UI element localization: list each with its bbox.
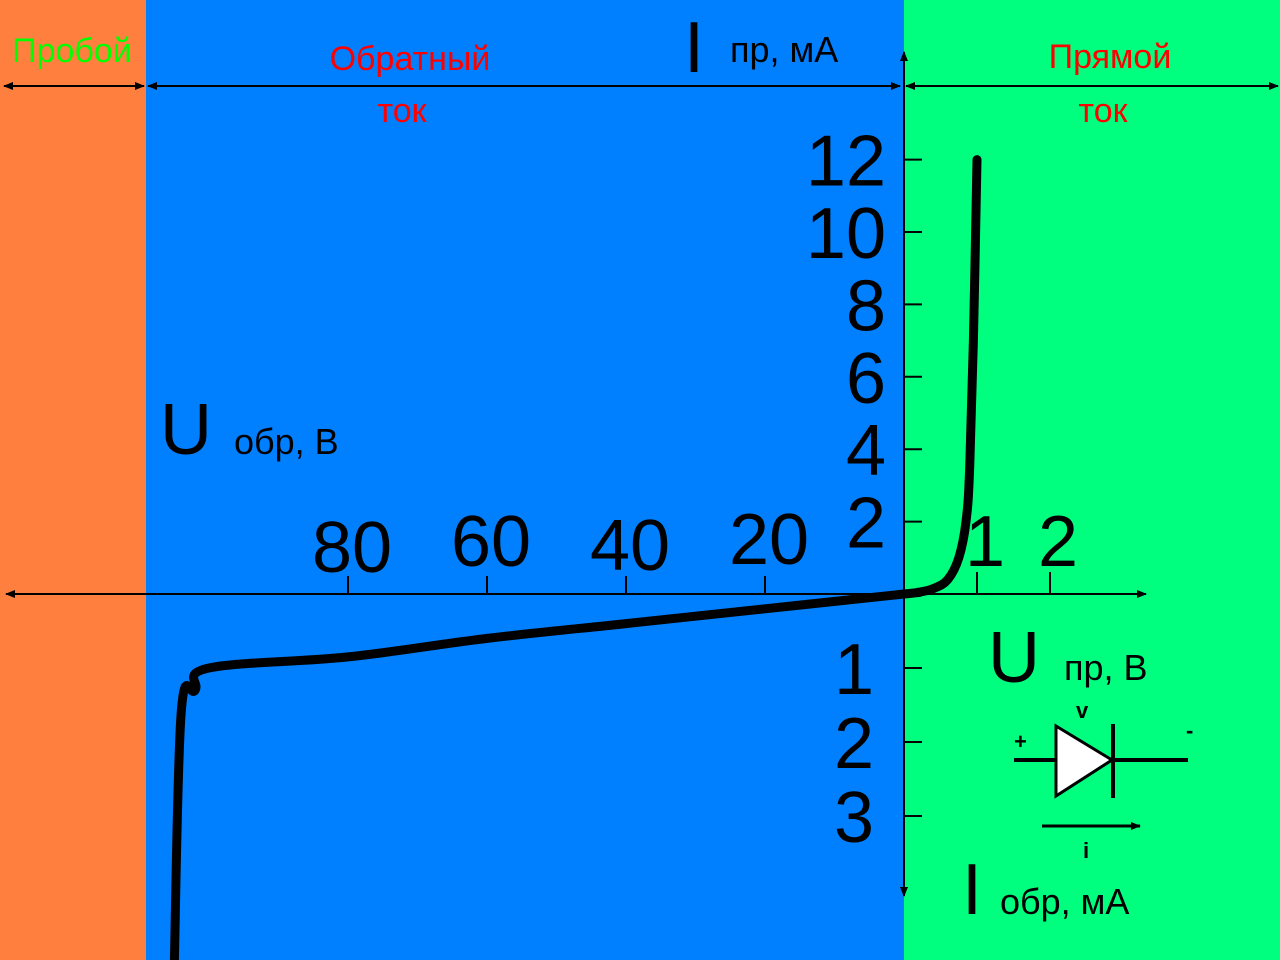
reverse-zone xyxy=(146,0,904,960)
u-reverse-unit: обр, В xyxy=(234,421,339,462)
diode-v: v xyxy=(1076,698,1089,723)
axis-ticks xyxy=(347,158,1051,817)
x-reverse-tick-label-20: 20 xyxy=(729,500,809,580)
y-forward-tick-label-8: 8 xyxy=(846,266,886,346)
y-forward-tick-label-4: 4 xyxy=(846,411,886,491)
breakdown-zone xyxy=(0,0,146,960)
forward-label-line2: ток xyxy=(1079,92,1129,130)
i-reverse-unit: обр, мА xyxy=(1000,881,1129,922)
diode-minus: - xyxy=(1186,718,1193,743)
x-forward-tick-label-2: 2 xyxy=(1038,502,1078,582)
diode-symbol: + - v i xyxy=(1014,698,1193,863)
breakdown-label: Пробой xyxy=(12,32,132,70)
i-reverse-letter: I xyxy=(962,850,982,930)
i-forward-letter: I xyxy=(684,8,704,88)
diode-plus: + xyxy=(1014,729,1027,754)
y-forward-tick-label-12: 12 xyxy=(806,122,886,202)
y-reverse-tick-label-3: 3 xyxy=(834,778,874,858)
forward-zone xyxy=(904,0,1280,960)
diode-i: i xyxy=(1083,838,1089,863)
diode-triangle xyxy=(1054,723,1115,799)
reverse-label-line1: Обратный xyxy=(330,40,491,78)
i-forward-unit: пр, мА xyxy=(730,29,838,70)
u-forward-letter: U xyxy=(988,618,1040,698)
u-forward-unit: пр, В xyxy=(1064,647,1148,688)
y-forward-tick-label-6: 6 xyxy=(846,339,886,419)
x-forward-tick-label-1: 1 xyxy=(965,502,1005,582)
y-reverse-tick-label-1: 1 xyxy=(834,630,874,710)
reverse-label-line2: ток xyxy=(378,92,428,130)
y-forward-tick-label-2: 2 xyxy=(846,484,886,564)
x-reverse-tick-label-80: 80 xyxy=(312,508,392,588)
x-reverse-tick-label-40: 40 xyxy=(590,506,670,586)
x-reverse-tick-label-60: 60 xyxy=(451,502,531,582)
y-forward-tick-label-10: 10 xyxy=(806,194,886,274)
forward-label-line1: Прямой xyxy=(1049,38,1172,76)
iv-curve xyxy=(169,155,982,960)
u-reverse-letter: U xyxy=(160,390,212,470)
y-reverse-tick-label-2: 2 xyxy=(834,704,874,784)
